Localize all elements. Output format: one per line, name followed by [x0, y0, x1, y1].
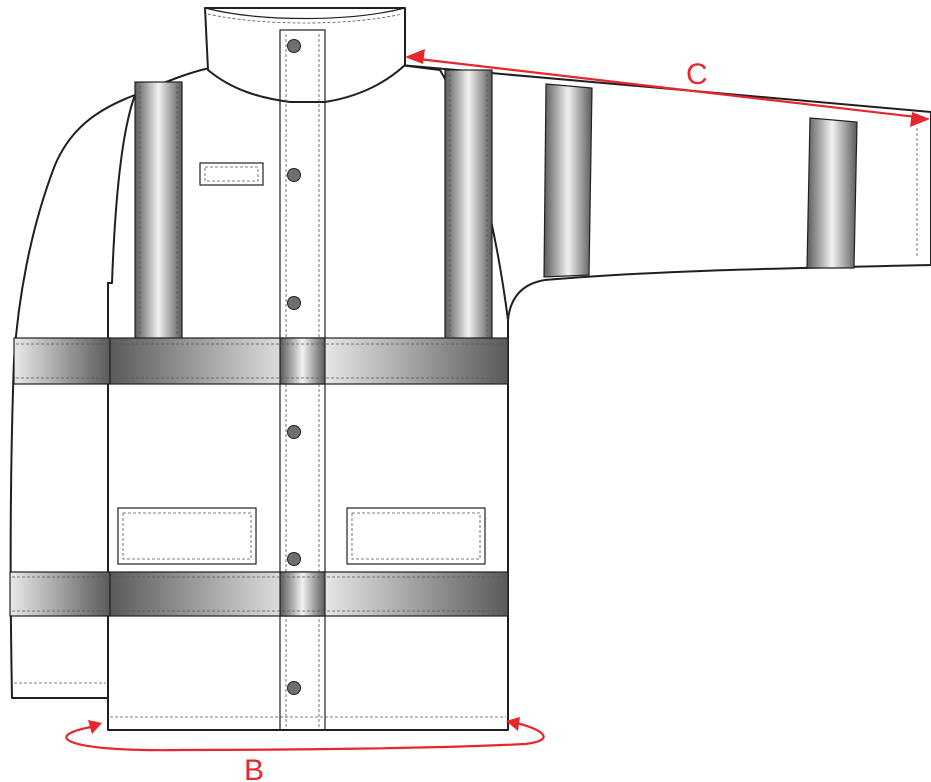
- dimension-c-line: [409, 56, 926, 120]
- dimension-c: C: [405, 49, 930, 127]
- upper-band-placket: [279, 337, 326, 385]
- chest-pocket-stitch: [204, 166, 259, 182]
- right-vertical-tape: [444, 69, 493, 341]
- dimension-b-arrow-start: [88, 720, 102, 734]
- dimension-c-arrow-end: [910, 112, 930, 127]
- right-pocket-stitch: [351, 512, 481, 560]
- left-pocket-flap: [117, 507, 257, 565]
- chest-pocket-flap: [199, 162, 264, 186]
- collar-edge: [204, 7, 406, 20]
- right-pocket-flap: [346, 507, 486, 565]
- dimension-c-label: C: [686, 58, 708, 91]
- lower-band-sleeve: [9, 571, 111, 617]
- upper-band-sleeve: [13, 337, 111, 385]
- lower-band-placket: [279, 571, 326, 617]
- collar-top-stitch: [207, 13, 403, 24]
- buttons: [287, 39, 301, 695]
- sleeve-tape-forearm: [806, 117, 858, 269]
- upper-band-stitch: [16, 343, 506, 379]
- dimension-b-label: B: [244, 754, 264, 782]
- button: [287, 296, 301, 310]
- left-vertical-tape-stitch: [139, 86, 178, 336]
- collar-button: [287, 39, 301, 53]
- left-pocket-stitch: [122, 512, 252, 560]
- button: [287, 168, 301, 182]
- button: [287, 681, 301, 695]
- dimension-b-curve: [65, 720, 545, 752]
- right-vertical-tape-stitch: [449, 74, 488, 336]
- button: [287, 425, 301, 439]
- dimension-b: B: [65, 717, 545, 782]
- dimension-c-arrow-start: [405, 49, 425, 64]
- lower-band-stitch: [12, 576, 506, 612]
- button: [287, 552, 301, 566]
- dimension-b-arrow-end: [506, 717, 520, 731]
- left-vertical-tape: [134, 81, 183, 341]
- sleeve-tape-upper: [543, 83, 593, 278]
- right-sleeve: [399, 64, 931, 341]
